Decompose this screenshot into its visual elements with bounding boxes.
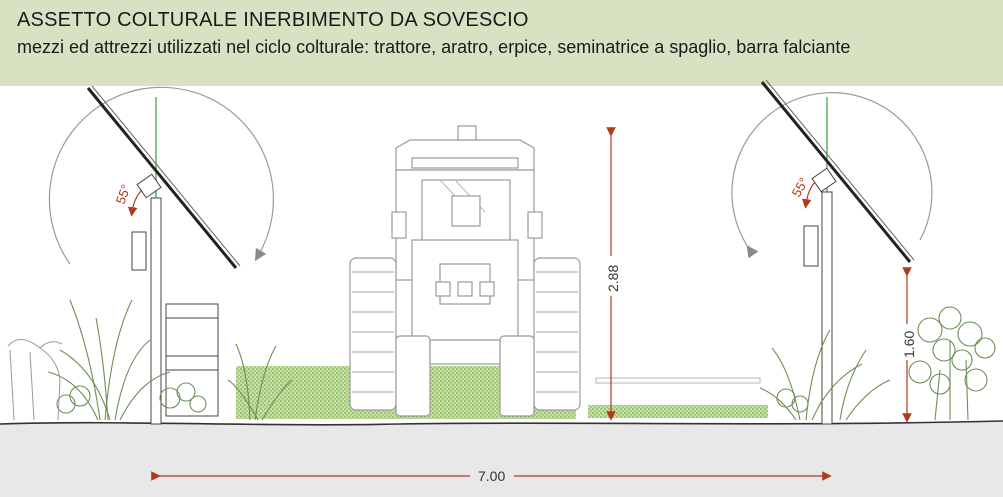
left-rotation-arrow <box>48 86 275 265</box>
left-angle-label: 55° <box>113 182 134 206</box>
tractor-height-label: 2.88 <box>605 265 621 292</box>
right-vegetation <box>759 306 996 421</box>
tractor-height-dimension: 2.88 <box>600 127 622 421</box>
row-spacing-label: 7.00 <box>478 468 505 484</box>
tractor <box>349 125 581 417</box>
left-vegetation <box>47 299 293 421</box>
header-banner: ASSETTO COLTURALE INERBIMENTO DA SOVESCI… <box>0 0 1003 86</box>
diagram-subtitle: mezzi ed attrezzi utilizzati nel ciclo c… <box>17 37 851 57</box>
right-rotation-arrow <box>731 92 933 259</box>
panel-height-dimension: 1.60 <box>896 267 918 423</box>
beehive <box>165 303 219 417</box>
left-tracker-panel: 55° <box>48 85 275 425</box>
row-spacing-dimension: 7.00 <box>151 466 832 486</box>
right-tracker-panel: 55° <box>731 79 933 425</box>
diagram-title: ASSETTO COLTURALE INERBIMENTO DA SOVESCI… <box>17 9 529 31</box>
panel-height-label: 1.60 <box>901 331 917 358</box>
goat-sketch <box>7 339 63 421</box>
